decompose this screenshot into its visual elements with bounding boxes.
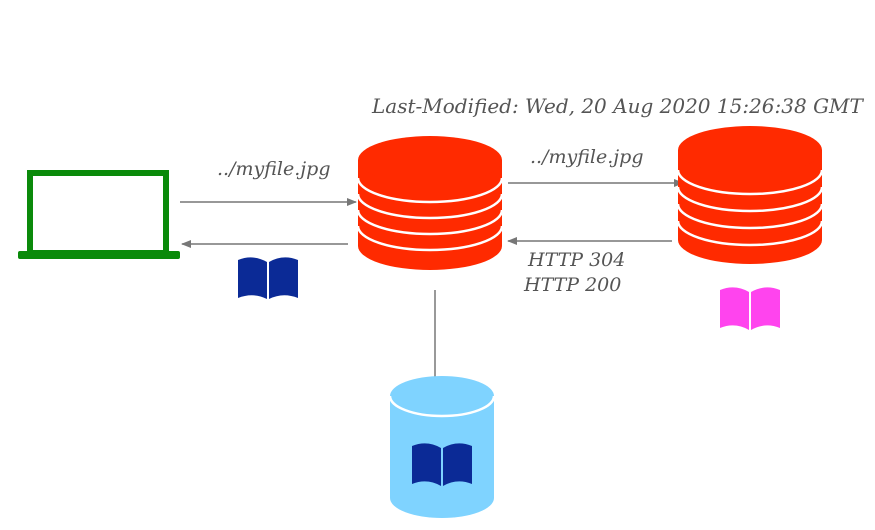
request-label-client: ../myfile.jpg	[217, 158, 330, 180]
book-icon	[720, 287, 780, 330]
book-icon	[412, 443, 472, 486]
cache-database-icon	[388, 376, 496, 518]
response-status-200: HTTP 200	[523, 274, 621, 296]
proxy-server-database-icon	[356, 136, 504, 270]
laptop-icon	[18, 170, 180, 259]
response-status-304: HTTP 304	[527, 249, 625, 271]
book-icon	[238, 257, 298, 299]
request-label-origin: ../myfile.jpg	[530, 146, 643, 168]
last-modified-header: Last-Modified: Wed, 20 Aug 2020 15:26:38…	[371, 94, 865, 118]
origin-server-database-icon	[676, 126, 824, 264]
